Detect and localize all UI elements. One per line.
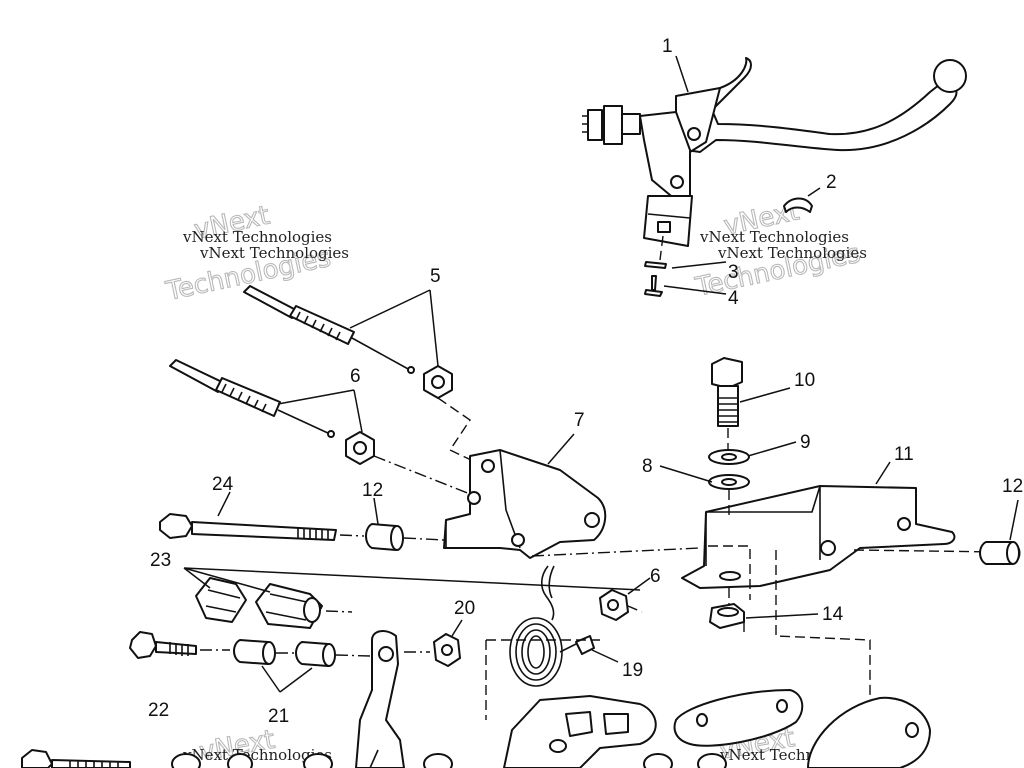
spacer-small-right xyxy=(295,641,336,667)
callout-2: 2 xyxy=(826,172,837,193)
callout-20: 20 xyxy=(454,598,475,619)
bushing-left xyxy=(195,577,247,623)
callout-1: 1 xyxy=(662,36,673,57)
lock-nut xyxy=(433,633,461,667)
callout-5: 5 xyxy=(430,266,441,287)
watermark-small-2: vNext Technologies xyxy=(717,244,867,262)
callout-7: 7 xyxy=(574,410,585,431)
flat-washer-upper xyxy=(708,449,750,465)
callout-9: 9 xyxy=(800,432,811,453)
callout-21: 21 xyxy=(268,706,289,727)
cable-nut-upper xyxy=(423,365,453,399)
callout-12-left: 12 xyxy=(362,480,383,501)
spacer-left xyxy=(365,523,404,551)
watermark-small-2: vNext Technologies xyxy=(199,244,349,262)
mount-bolt xyxy=(711,357,743,427)
spacer-right xyxy=(979,541,1021,565)
callout-8: 8 xyxy=(642,456,653,477)
callout-19: 19 xyxy=(622,660,643,681)
callout-14: 14 xyxy=(822,604,844,625)
brake-lever-shim xyxy=(783,197,813,213)
bottom-bolt xyxy=(21,749,131,768)
callout-6-upper: 6 xyxy=(350,366,361,387)
brake-pad xyxy=(673,689,804,747)
bushing-right xyxy=(255,583,323,629)
callout-10: 10 xyxy=(794,370,815,391)
spacer-small-left xyxy=(233,639,276,665)
watermark-small: vNext Technologies xyxy=(182,228,332,246)
brake-lever xyxy=(582,57,967,297)
lever-arm xyxy=(355,630,405,768)
long-bolt xyxy=(159,513,337,541)
mount-bracket xyxy=(681,485,956,589)
cable-upper xyxy=(243,285,415,374)
brake-pad-carrier xyxy=(503,695,657,768)
watermark-small: vNext Technologies xyxy=(699,228,849,246)
cable-nut-lower xyxy=(345,431,375,465)
cable-bracket xyxy=(443,449,607,559)
flat-washer-lower xyxy=(708,474,750,490)
cable-lower xyxy=(169,359,335,438)
callout-23: 23 xyxy=(150,550,171,571)
torsion-spring xyxy=(509,565,595,687)
callout-11: 11 xyxy=(894,444,914,465)
bracket-nut xyxy=(599,589,629,621)
callout-4: 4 xyxy=(728,288,739,309)
sleeve-nut xyxy=(709,603,745,629)
callout-6-lower: 6 xyxy=(650,566,661,587)
brake-plate xyxy=(807,696,931,768)
watermark-small: vNext Technologies xyxy=(182,746,332,764)
callout-24: 24 xyxy=(212,474,234,495)
leader-lines xyxy=(183,55,1019,693)
bottom-fittings xyxy=(171,753,727,768)
small-bolt xyxy=(129,631,197,659)
callout-22: 22 xyxy=(148,700,169,721)
callout-12-right: 12 xyxy=(1002,476,1023,497)
callout-3: 3 xyxy=(728,262,739,283)
